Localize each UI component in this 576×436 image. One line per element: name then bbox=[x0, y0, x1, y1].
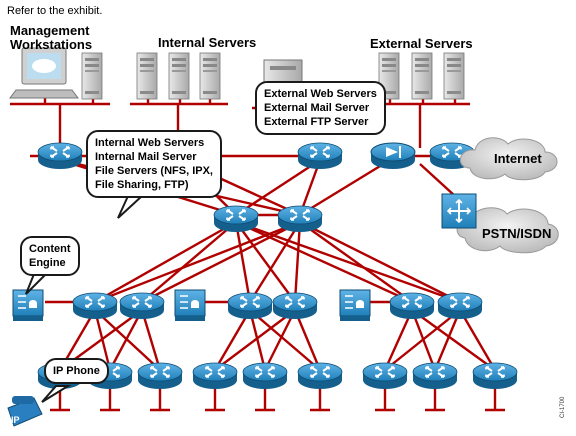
group-label-external: External Servers bbox=[370, 36, 473, 51]
server-icon bbox=[136, 52, 158, 100]
router-icon bbox=[297, 362, 343, 390]
router-icon bbox=[297, 142, 343, 170]
server-icon bbox=[443, 52, 465, 100]
callout-line: Internal Mail Server bbox=[95, 151, 197, 163]
server-icon bbox=[168, 52, 190, 100]
content-engine-icon bbox=[339, 289, 371, 322]
router-icon bbox=[137, 362, 183, 390]
cloud-label-internet: Internet bbox=[494, 151, 542, 166]
workstation-icon bbox=[9, 47, 79, 99]
callout-line: File Sharing, FTP) bbox=[95, 179, 189, 191]
firewall-icon bbox=[370, 142, 416, 169]
figure-code: CI-1700 bbox=[560, 396, 566, 418]
callout-line: External Mail Server bbox=[264, 102, 370, 114]
cloud-label-pstn: PSTN/ISDN bbox=[482, 226, 552, 241]
callout-line: External Web Servers bbox=[264, 88, 377, 100]
router-icon bbox=[37, 142, 83, 170]
router-icon bbox=[272, 292, 318, 320]
cloud-icon bbox=[460, 137, 558, 181]
router-icon bbox=[389, 292, 435, 320]
server-icon bbox=[199, 52, 221, 100]
content-engine-icon bbox=[174, 289, 206, 322]
router-icon bbox=[192, 362, 238, 390]
callout-external-services: External Web Servers External Mail Serve… bbox=[255, 81, 386, 135]
router-icon bbox=[277, 205, 323, 233]
server-icon bbox=[411, 52, 433, 100]
router-icon bbox=[472, 362, 518, 390]
pstn-switch-icon bbox=[441, 193, 477, 229]
router-icon bbox=[437, 292, 483, 320]
group-label-management: Management Workstations bbox=[10, 23, 93, 52]
ip-phone-label: IP bbox=[11, 415, 20, 425]
callout-line: Internal Web Servers bbox=[95, 137, 205, 149]
callout-ip-phone: IP Phone bbox=[44, 358, 109, 384]
server-icon bbox=[81, 52, 103, 100]
ip-phone-icon: IP bbox=[7, 396, 43, 427]
router-icon bbox=[213, 205, 259, 233]
callout-internal-services: Internal Web Servers Internal Mail Serve… bbox=[86, 130, 222, 198]
router-icon bbox=[72, 292, 118, 320]
router-icon bbox=[362, 362, 408, 390]
callout-line: External FTP Server bbox=[264, 116, 369, 128]
caption: Refer to the exhibit. bbox=[7, 5, 103, 17]
content-engine-icon bbox=[12, 289, 44, 322]
group-label-internal: Internal Servers bbox=[158, 35, 257, 50]
router-icon bbox=[242, 362, 288, 390]
callout-content-engine: Content Engine bbox=[20, 236, 80, 276]
network-links bbox=[10, 98, 505, 412]
callout-line: File Servers (NFS, IPX, bbox=[95, 165, 213, 177]
router-icon bbox=[227, 292, 273, 320]
router-icon bbox=[119, 292, 165, 320]
router-icon bbox=[412, 362, 458, 390]
